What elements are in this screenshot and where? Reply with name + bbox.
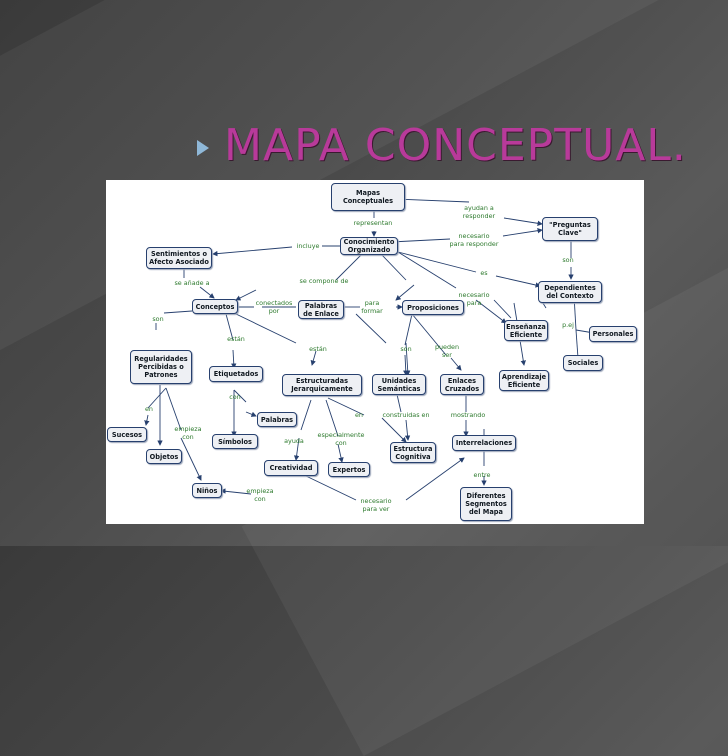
link-necesario-para-responder: necesario para responder (449, 232, 499, 248)
node-conceptos[interactable]: Conceptos (192, 299, 238, 314)
node-estructura-cognitiva[interactable]: Estructura Cognitiva (390, 442, 436, 463)
link-se-compone-de: se compone de (299, 277, 349, 285)
node-interrelaciones[interactable]: Interrelaciones (452, 435, 516, 451)
node-diferentes-segmentos[interactable]: Diferentes Segmentos del Mapa (460, 487, 512, 521)
node-simbolos[interactable]: Símbolos (212, 434, 258, 449)
link-son-2: son (152, 315, 164, 323)
link-en-1: en (145, 405, 153, 413)
node-objetos[interactable]: Objetos (146, 449, 182, 464)
concept-map: Mapas Conceptuales "Preguntas Clave" Con… (106, 180, 644, 524)
node-sucesos[interactable]: Sucesos (107, 427, 147, 442)
slide-title: MAPA CONCEPTUAL. (224, 120, 687, 171)
link-representan: representan (353, 219, 393, 227)
node-sociales[interactable]: Sociales (563, 355, 603, 371)
node-proposiciones[interactable]: Proposiciones (402, 300, 464, 315)
node-regularidades[interactable]: Regularidades Percibidas o Patrones (130, 350, 192, 384)
node-ninos[interactable]: Niños (192, 483, 222, 498)
title-bullet-icon (197, 140, 209, 156)
link-empieza-con-1: empieza con (174, 425, 202, 441)
node-expertos[interactable]: Expertos (328, 462, 370, 477)
link-especialmente-con: especialmente con (317, 431, 365, 447)
node-aprendizaje-eficiente[interactable]: Aprendizaje Eficiente (499, 370, 549, 391)
node-creatividad[interactable]: Creatividad (264, 460, 318, 476)
node-enlaces-cruzados[interactable]: Enlaces Cruzados (440, 374, 484, 395)
connector-lines (144, 197, 601, 501)
link-son-3: son (400, 345, 412, 353)
node-conocimiento-organizado[interactable]: Conocimiento Organizado (340, 237, 398, 255)
node-personales[interactable]: Personales (589, 326, 637, 342)
node-dependientes-contexto[interactable]: Dependientes del Contexto (538, 281, 602, 303)
link-incluye: incluye (296, 242, 320, 250)
link-construidas-en: construidas en (382, 411, 430, 419)
node-palabras-enlace[interactable]: Palabras de Enlace (298, 300, 344, 319)
link-se-anade-a: se añade a (174, 279, 210, 287)
link-necesario-para: necesario para (458, 291, 490, 307)
link-para-formar: para formar (361, 299, 383, 315)
link-con: con (229, 393, 241, 401)
node-unidades-semanticas[interactable]: Unidades Semánticas (372, 374, 426, 395)
node-preguntas-clave[interactable]: "Preguntas Clave" (542, 217, 598, 241)
node-estructuradas-jerarquicamente[interactable]: Estructuradas Jerarquicamente (282, 374, 362, 396)
link-ayudan-a-responder: ayudan a responder (462, 204, 496, 220)
node-sentimientos[interactable]: Sentimientos o Afecto Asociado (146, 247, 212, 269)
link-pueden-ser: pueden ser (434, 343, 460, 359)
link-conectados-por: conectados por (255, 299, 293, 315)
link-mostrando: mostrando (450, 411, 486, 419)
link-pej: p.ej (562, 321, 574, 329)
link-en-2: en (355, 411, 363, 419)
link-estan-2: están (309, 345, 327, 353)
link-es: es (480, 269, 488, 277)
link-entre: entre (473, 471, 491, 479)
link-ayuda: ayuda (284, 437, 304, 445)
link-empieza-con-2: empieza con (246, 487, 274, 503)
node-mapas-conceptuales[interactable]: Mapas Conceptuales (331, 183, 405, 211)
node-ensenanza-eficiente[interactable]: Enseñanza Eficiente (504, 320, 548, 341)
link-estan-1: están (227, 335, 245, 343)
node-palabras[interactable]: Palabras (257, 412, 297, 427)
link-necesario-para-ver: necesario para ver (360, 497, 392, 513)
link-son-1: son (562, 256, 574, 264)
node-etiquetados[interactable]: Etiquetados (209, 366, 263, 382)
